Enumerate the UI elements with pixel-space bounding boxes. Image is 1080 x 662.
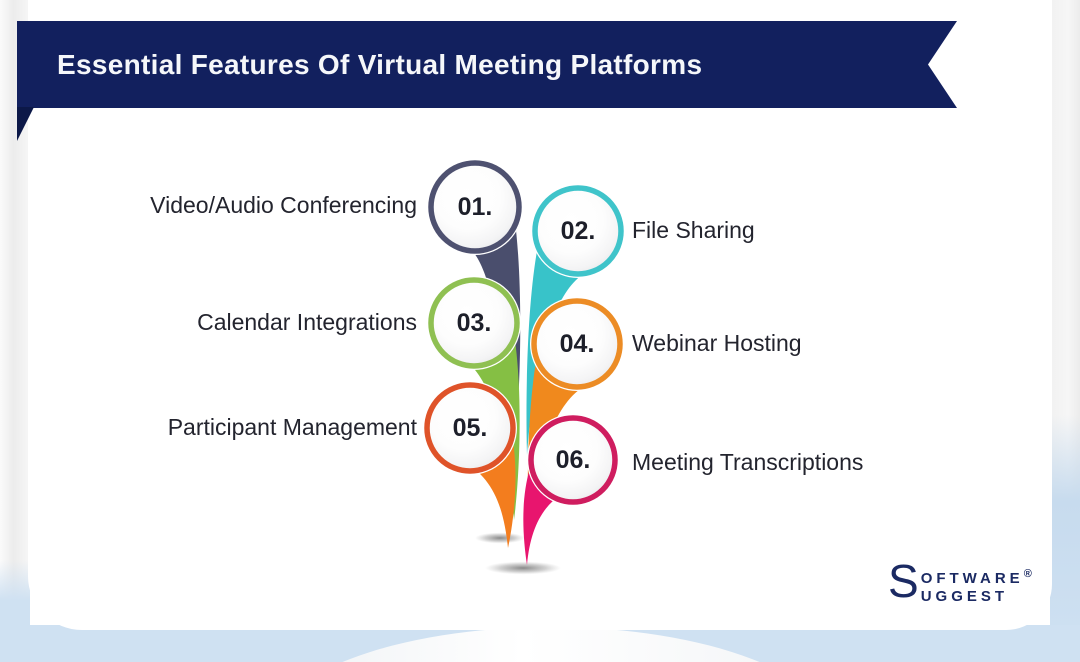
feature-pin-02 (526, 184, 625, 455)
feature-label-video-audio-conferencing: Video/Audio Conferencing (150, 192, 417, 218)
logo-word-oftware: OFTWARE (920, 570, 1024, 587)
pin-circle (531, 298, 623, 390)
feature-pin-03 (427, 276, 521, 520)
background-blue-right (1050, 415, 1080, 662)
page-title: Essential Features Of Virtual Meeting Pl… (57, 48, 703, 80)
pin-circle (528, 415, 618, 505)
pin-number-03: 03. (456, 309, 492, 337)
shadow-ellipse-small (475, 532, 525, 544)
pin-circle (532, 185, 624, 277)
logo-word-uggest: UGGEST (920, 588, 1009, 605)
pin-number-02: 02. (560, 217, 596, 245)
feature-label-calendar-integrations: Calendar Integrations (197, 309, 417, 335)
pin-number-05: 05. (452, 414, 488, 442)
pin-circle (424, 382, 516, 474)
feature-pin-06 (523, 414, 619, 565)
feature-pin-04 (527, 297, 624, 540)
feature-label-file-sharing: File Sharing (632, 217, 755, 243)
pin-number-01: 01. (457, 193, 493, 221)
pin-circle (428, 277, 520, 369)
registered-mark-icon: ® (1023, 568, 1032, 580)
pin-number-06: 06. (555, 446, 591, 474)
feature-label-participant-management: Participant Management (167, 414, 417, 440)
feature-label-meeting-transcriptions: Meeting Transcriptions (632, 449, 864, 475)
pin-circle (428, 160, 522, 254)
softwaresuggest-logo: S OFTWARE® UGGEST (888, 555, 1032, 607)
logo-big-s: S (888, 555, 919, 607)
title-banner: Essential Features Of Virtual Meeting Pl… (17, 21, 957, 108)
feature-pin-05 (423, 381, 517, 548)
feature-label-webinar-hosting: Webinar Hosting (632, 330, 802, 356)
pin-number-04: 04. (559, 330, 595, 358)
shadow-ellipse-large (485, 561, 561, 575)
